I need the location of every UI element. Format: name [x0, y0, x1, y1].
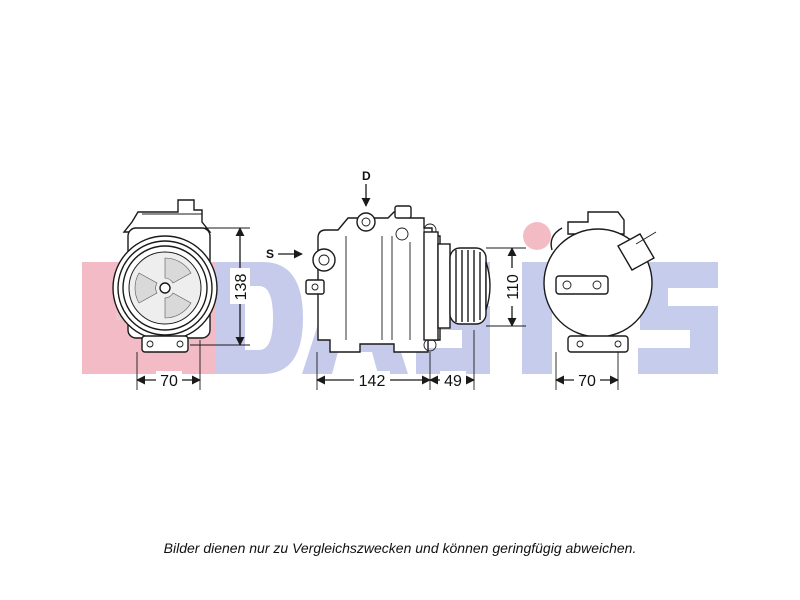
discharge-port-label: D — [362, 169, 371, 183]
dim-pulley-length-label: 49 — [444, 373, 462, 390]
suction-port-label: S — [266, 247, 274, 261]
dimension-rear-width: 70 — [555, 371, 619, 390]
dimension-pulley-height: 110 — [502, 247, 522, 327]
front-view — [112, 199, 250, 390]
dim-pulley-height-label: 110 — [505, 274, 522, 300]
rear-view — [543, 211, 657, 390]
discharge-port-marker: D — [361, 169, 371, 207]
dimension-front-width: 70 — [136, 371, 201, 390]
disclaimer-caption: Bilder dienen nur zu Vergleichszwecken u… — [163, 540, 637, 556]
dimension-front-height: 138 — [230, 227, 250, 346]
side-view — [305, 205, 526, 390]
dim-front-height-label: 138 — [233, 274, 250, 301]
dimension-side-length: 142 — [316, 371, 431, 390]
dim-front-width-label: 70 — [160, 373, 178, 390]
suction-port-marker: S — [266, 247, 303, 261]
dim-rear-width-label: 70 — [578, 373, 596, 390]
dimension-pulley-length: 49 — [429, 371, 475, 390]
dim-side-length-label: 142 — [359, 373, 386, 390]
